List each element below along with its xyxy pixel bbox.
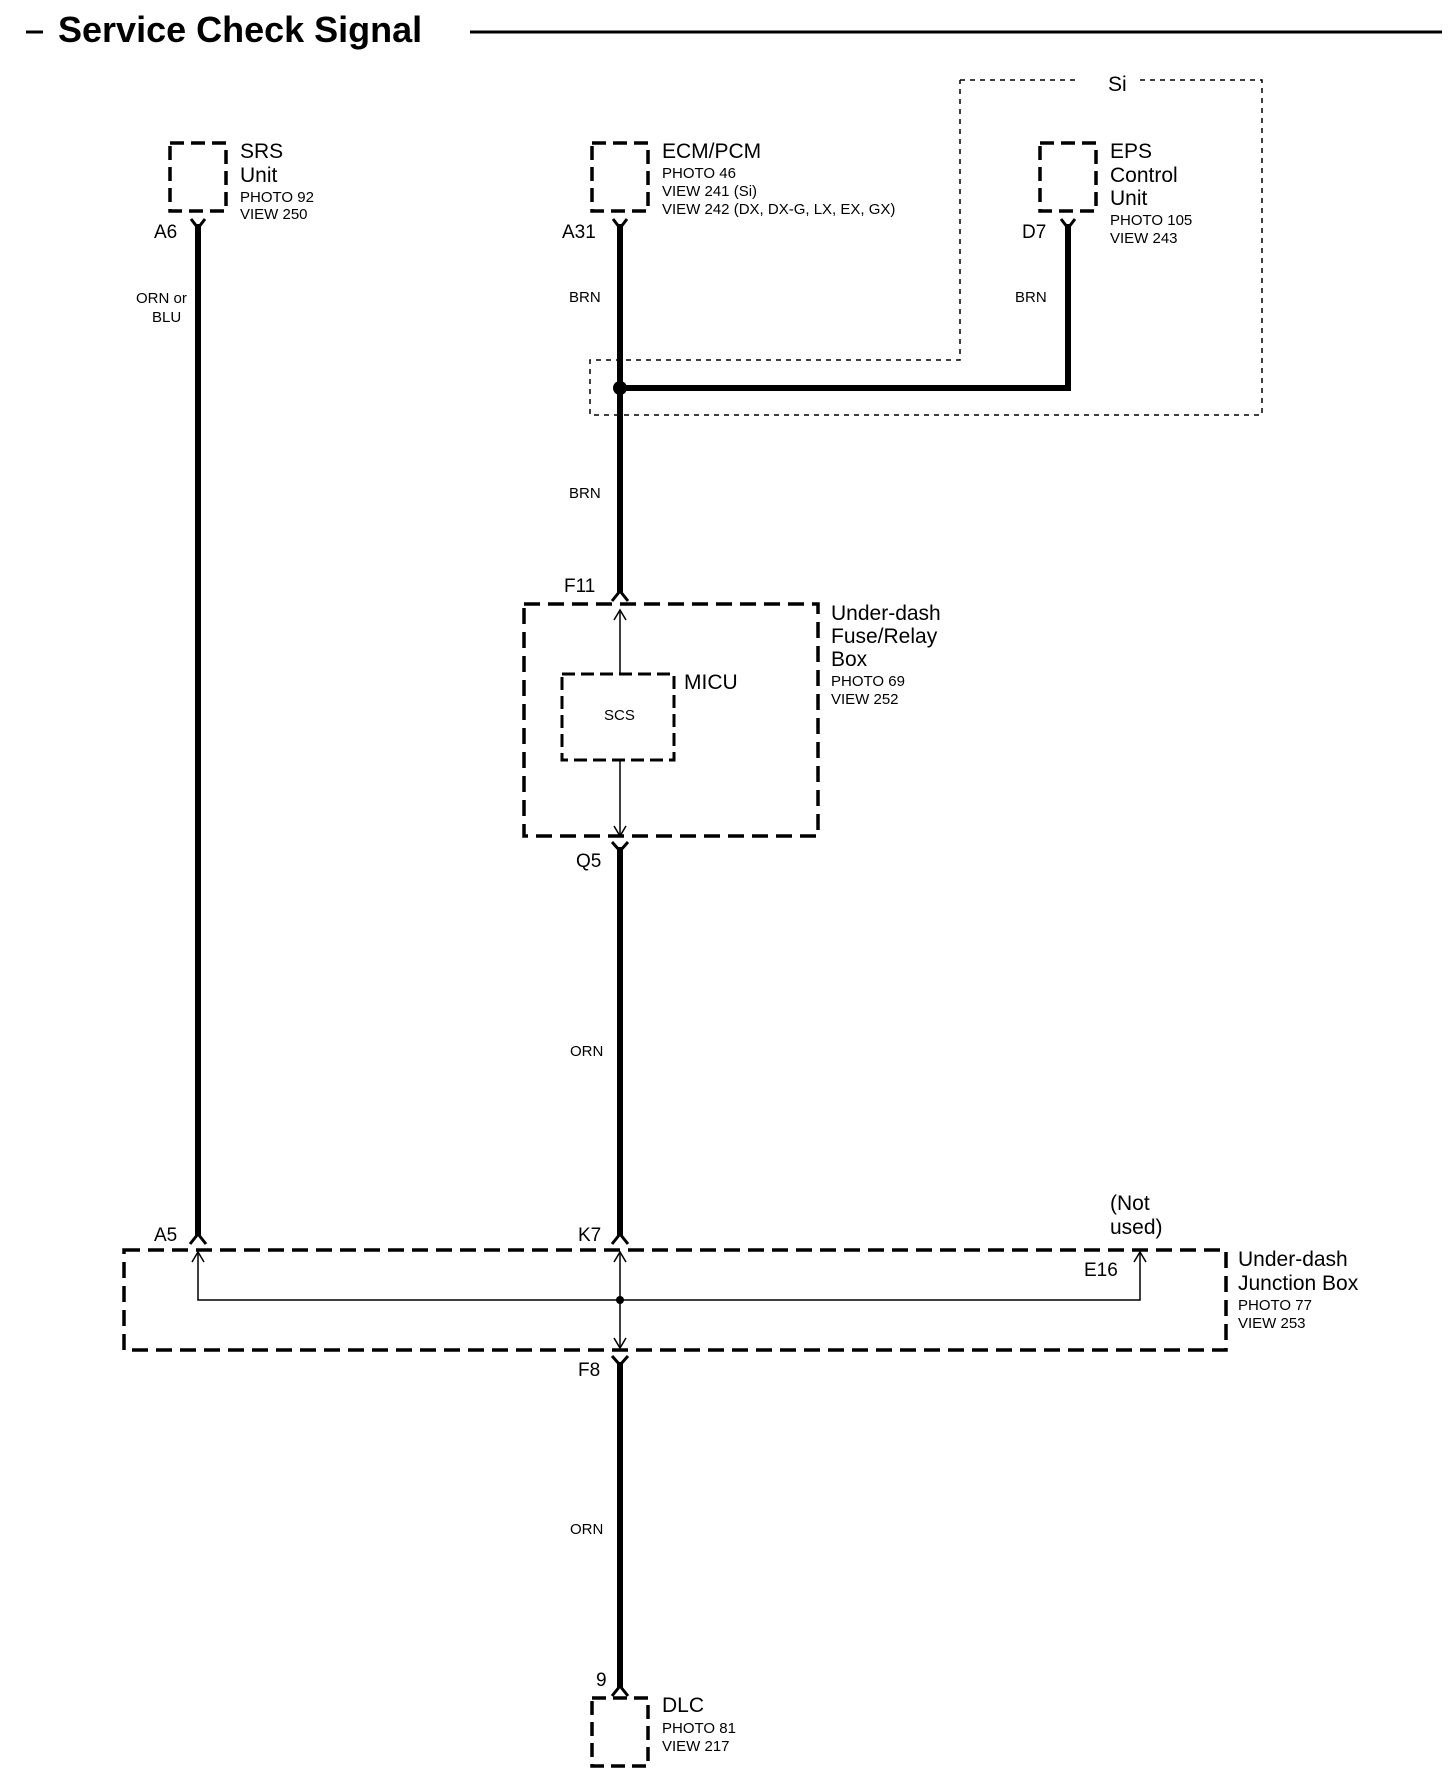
page-title: Service Check Signal xyxy=(58,9,422,50)
pin-dlc-9: 9 xyxy=(596,1670,607,1691)
srs-unit-view: VIEW 250 xyxy=(240,206,308,223)
junction-box-photo: PHOTO 77 xyxy=(1238,1297,1312,1314)
under-dash-junction-box: A5 K7 (Not used) E16 Under-dash Junction… xyxy=(122,1192,1359,1381)
ecm-wire-color: BRN xyxy=(569,289,601,306)
srs-unit-name-2: Unit xyxy=(240,164,278,187)
fuse-box-name-2: Fuse/Relay xyxy=(831,625,938,648)
micu-label: MICU xyxy=(684,671,738,694)
eps-control-unit: EPS Control Unit PHOTO 105 VIEW 243 xyxy=(1038,140,1192,247)
a5-connector-icon xyxy=(188,1231,208,1245)
to-fuse-wire-color: BRN xyxy=(569,485,601,502)
dlc-view: VIEW 217 xyxy=(662,1738,730,1755)
ecm-pcm-photo: PHOTO 46 xyxy=(662,165,736,182)
not-used-label-2: used) xyxy=(1110,1216,1163,1239)
scs-label: SCS xyxy=(604,707,635,724)
srs-unit-name-1: SRS xyxy=(240,140,283,163)
under-dash-fuse-relay-box: F11 Under-dash Fuse/Relay Box PHOTO 69 V… xyxy=(522,576,941,872)
eps-control-unit-box xyxy=(1038,141,1098,213)
pin-a6: A6 xyxy=(154,222,177,243)
srs-wire-color-1: ORN or xyxy=(136,290,187,307)
eps-photo: PHOTO 105 xyxy=(1110,212,1192,229)
q5-k7-wire-color: ORN xyxy=(570,1043,603,1060)
micu-box xyxy=(560,672,676,762)
ecm-pcm: ECM/PCM PHOTO 46 VIEW 241 (Si) VIEW 242 … xyxy=(590,140,895,218)
not-used-label-1: (Not xyxy=(1110,1192,1150,1215)
ecm-pcm-box xyxy=(590,141,650,213)
fuse-box-photo: PHOTO 69 xyxy=(831,673,905,690)
dlc: 9 DLC PHOTO 81 VIEW 217 xyxy=(590,1670,736,1768)
pin-f8: F8 xyxy=(578,1360,600,1381)
dlc-photo: PHOTO 81 xyxy=(662,1720,736,1737)
micu-top-arrow-icon xyxy=(613,608,627,621)
f8-internal-arrow-icon xyxy=(613,1337,627,1350)
eps-name-2: Control xyxy=(1110,164,1178,187)
junction-box-outline xyxy=(122,1248,1228,1352)
eps-view: VIEW 243 xyxy=(1110,230,1178,247)
srs-unit: SRS Unit PHOTO 92 VIEW 250 xyxy=(168,140,314,223)
junction-bus-line xyxy=(197,1252,1141,1301)
junction-box-name-1: Under-dash xyxy=(1238,1248,1348,1271)
k7-connector-icon xyxy=(610,1231,630,1245)
pin-e16: E16 xyxy=(1084,1260,1118,1281)
e16-internal-arrow-icon xyxy=(1133,1250,1147,1263)
splice-point xyxy=(613,381,627,395)
dlc-box xyxy=(590,1696,650,1768)
f11-connector-icon xyxy=(610,588,630,602)
eps-name-3: Unit xyxy=(1110,187,1148,210)
ecm-pcm-view-other: VIEW 242 (DX, DX-G, LX, EX, GX) xyxy=(662,201,895,218)
srs-wire-color-2: BLU xyxy=(152,309,181,326)
fuse-box-view: VIEW 252 xyxy=(831,691,899,708)
pin-q5: Q5 xyxy=(576,851,601,872)
junction-box-name-2: Junction Box xyxy=(1238,1272,1359,1295)
ecm-pcm-view-si: VIEW 241 (Si) xyxy=(662,183,757,200)
pin-d7: D7 xyxy=(1022,222,1046,243)
a5-internal-arrow-icon xyxy=(191,1250,205,1263)
k7-internal-arrow-icon xyxy=(613,1250,627,1263)
ecm-pcm-name: ECM/PCM xyxy=(662,140,761,163)
srs-unit-box xyxy=(168,141,228,213)
fuse-box-name-3: Box xyxy=(831,648,868,671)
f8-dlc-wire-color: ORN xyxy=(570,1521,603,1538)
micu-bottom-arrow-icon xyxy=(613,825,627,838)
dlc-name: DLC xyxy=(662,1694,704,1717)
si-region-label: Si xyxy=(1108,73,1127,96)
pin-f11: F11 xyxy=(564,576,595,597)
pin-a5: A5 xyxy=(154,1225,177,1246)
eps-wire-color: BRN xyxy=(1015,289,1047,306)
pin-k7: K7 xyxy=(578,1225,601,1246)
junction-splice-point xyxy=(616,1296,624,1304)
pin-a31: A31 xyxy=(562,222,596,243)
junction-box-view: VIEW 253 xyxy=(1238,1315,1306,1332)
fuse-relay-box-outline xyxy=(522,602,820,838)
eps-wire xyxy=(620,224,1071,391)
dlc-connector-icon xyxy=(610,1683,630,1697)
eps-name-1: EPS xyxy=(1110,140,1152,163)
srs-unit-photo: PHOTO 92 xyxy=(240,189,314,206)
fuse-box-name-1: Under-dash xyxy=(831,602,941,625)
si-region-boundary xyxy=(589,79,1263,416)
